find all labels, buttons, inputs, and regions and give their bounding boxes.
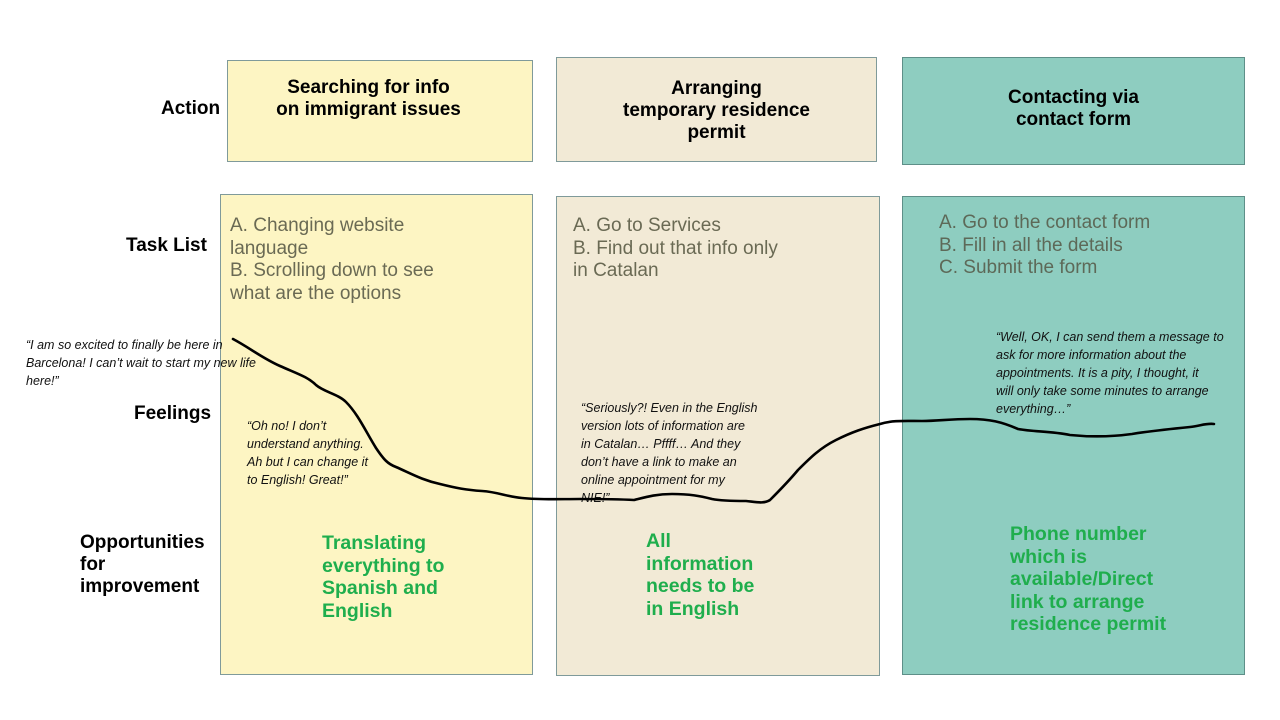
action-box-2 — [556, 57, 877, 162]
task-list-2: A. Go to Services B. Find out that info … — [573, 215, 778, 281]
opportunity-1: Translating everything to Spanish and En… — [322, 532, 445, 622]
row-label-opportunities: Opportunities for improvement — [80, 532, 205, 597]
row-label-task-list: Task List — [126, 235, 207, 256]
quote-stage-1: “Oh no! I don’t understand anything. Ah … — [247, 419, 368, 487]
task-list-3: A. Go to the contact form B. Fill in all… — [939, 212, 1151, 278]
quote-stage-3: “Well, OK, I can send them a message to … — [996, 330, 1224, 416]
opportunity-2: All information needs to be in English — [646, 530, 755, 620]
action-box-1 — [227, 60, 533, 162]
quote-stage-2: “Seriously?! Even in the English version… — [581, 401, 758, 505]
task-list-1: A. Changing website language B. Scrollin… — [230, 215, 434, 304]
opportunity-3: Phone number which is available/Direct l… — [1010, 523, 1167, 635]
row-label-feelings: Feelings — [134, 403, 212, 424]
intro-quote: “I am so excited to finally be here in B… — [26, 338, 256, 388]
action-title-2: Arranging temporary residence permit — [623, 78, 810, 143]
action-box-3 — [902, 57, 1245, 165]
row-label-action: Action — [161, 98, 221, 119]
action-title-1: Searching for info on immigrant issues — [276, 77, 461, 120]
action-title-3: Contacting via contact form — [1008, 87, 1139, 130]
